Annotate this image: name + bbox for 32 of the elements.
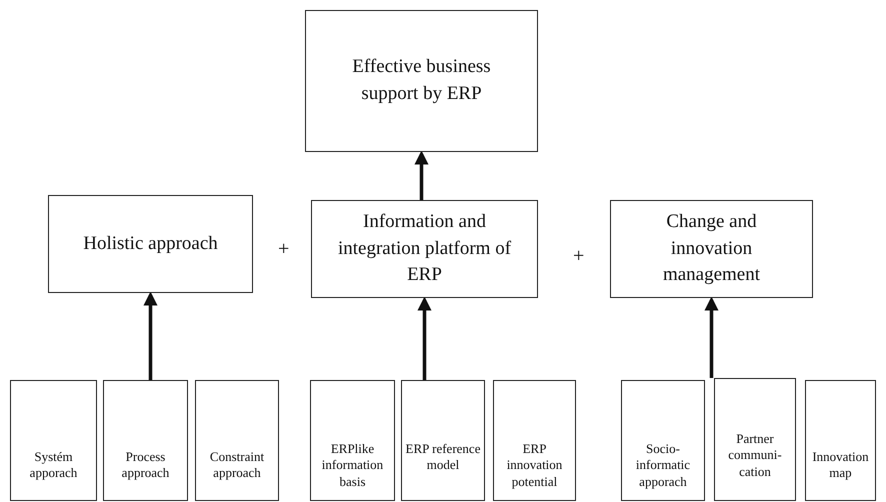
box-label: ERP reference model xyxy=(405,441,481,474)
box-label: Socio-informatic apporach xyxy=(634,441,692,490)
arrow xyxy=(704,296,718,378)
box-label: Systém apporach xyxy=(28,449,78,482)
component-box xyxy=(103,380,188,501)
plus-sign: + xyxy=(573,245,584,268)
box-label: Information and integration platform of ERP xyxy=(336,210,512,288)
component-box xyxy=(10,380,97,501)
box-label: ERP innovation potential xyxy=(506,441,564,490)
arrow xyxy=(414,150,428,200)
component-box xyxy=(805,380,876,501)
component-box xyxy=(493,380,576,501)
pillar-box xyxy=(48,195,253,293)
goal-box xyxy=(305,10,538,152)
box-label: Constraint approach xyxy=(208,449,266,482)
component-box xyxy=(195,380,279,501)
component-box xyxy=(310,380,395,501)
box-label: Partner communi-cation xyxy=(727,431,783,480)
plus-sign: + xyxy=(278,238,290,261)
component-box xyxy=(401,380,485,501)
component-box xyxy=(714,378,796,501)
box-label: Effective business support by ERP xyxy=(351,55,492,106)
box-label: Change and innovation management xyxy=(662,210,762,288)
pillar-box xyxy=(610,200,813,298)
box-label: Innovation map xyxy=(811,449,870,482)
box-label: Holistic approach xyxy=(83,232,218,256)
component-box xyxy=(621,380,705,501)
arrow xyxy=(144,292,158,380)
pillar-box xyxy=(311,200,538,298)
box-label: Process approach xyxy=(120,449,170,482)
box-label: ERPlike information basis xyxy=(320,441,384,490)
arrow xyxy=(418,296,432,380)
